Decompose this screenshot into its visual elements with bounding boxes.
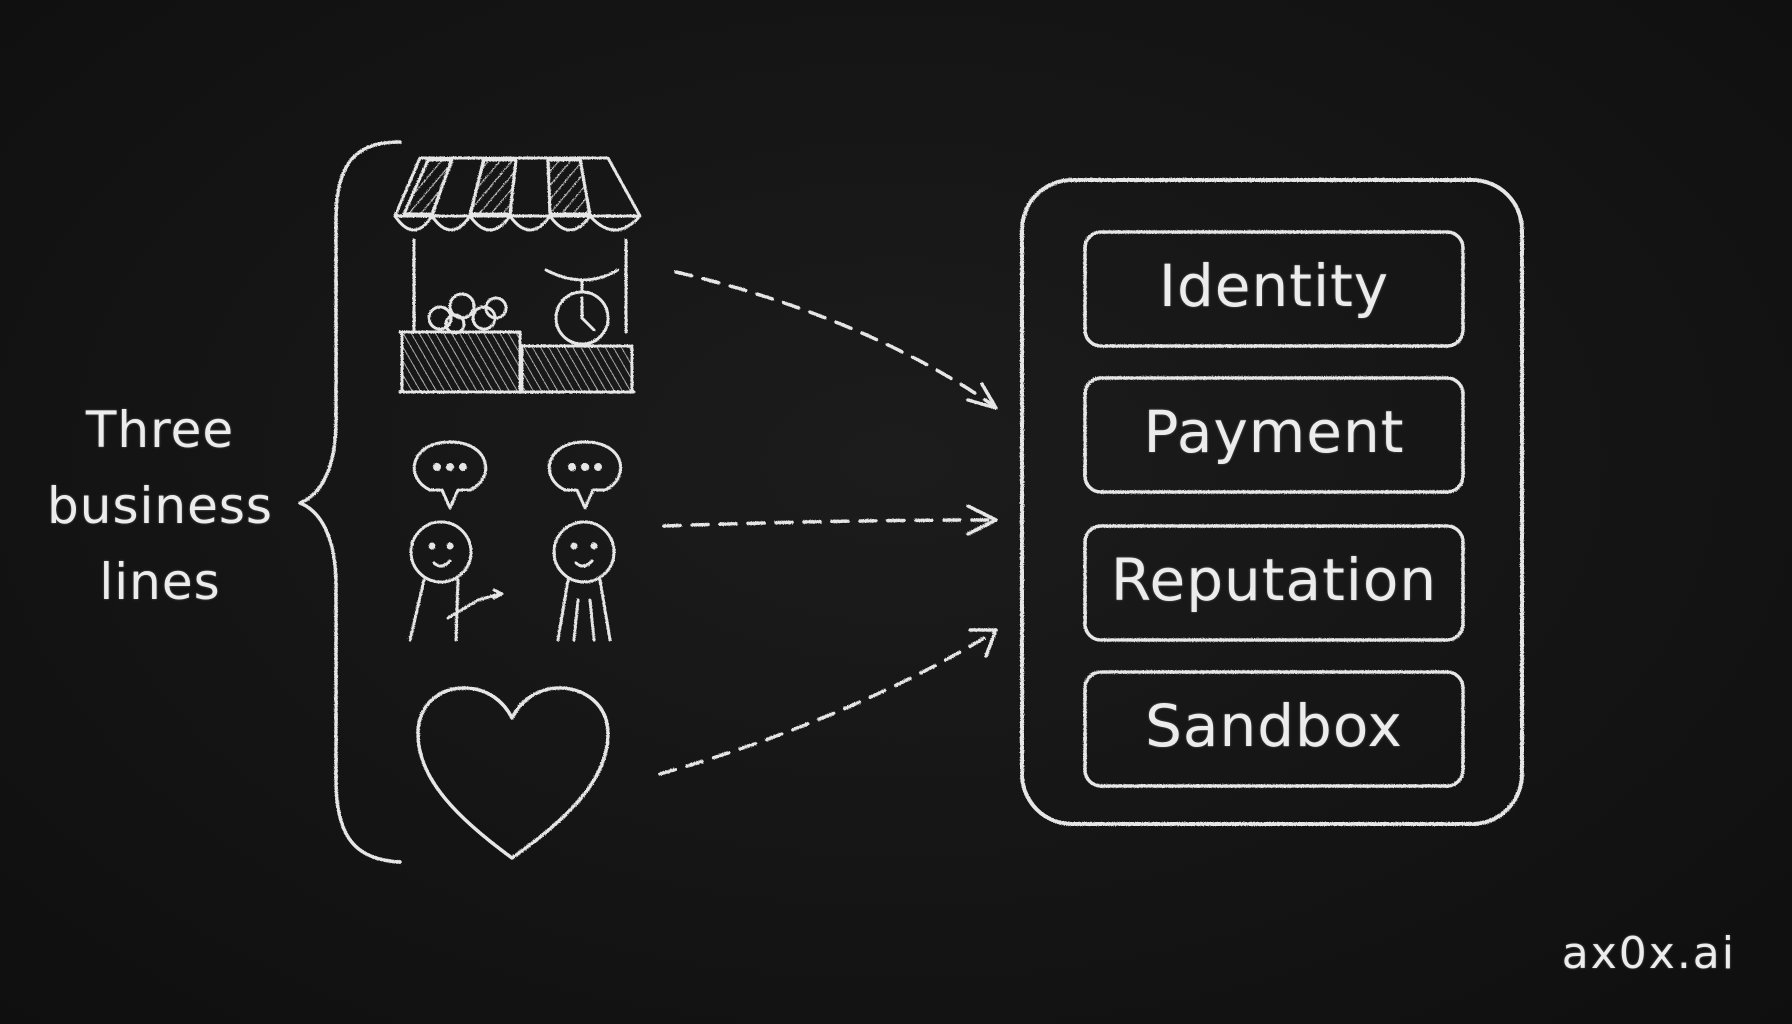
service-box-payment [1083,376,1465,494]
service-label-reputation: Reputation [1110,546,1438,614]
service-box-reputation [1083,524,1465,642]
service-label-sandbox: Sandbox [1145,692,1403,760]
service-box-identity [1083,230,1465,348]
service-label-identity: Identity [1158,252,1390,320]
platform-container [1020,178,1524,826]
heart-icon [416,686,610,860]
service-box-sandbox [1083,670,1465,788]
business-lines-label: Three business lines [40,392,280,620]
grouping-brace [298,140,402,864]
business-lines-label-line-2: business [47,477,273,535]
arrow-heart-to-platform [658,628,998,776]
service-label-payment: Payment [1143,398,1405,466]
brand-watermark: ax0x.ai [1561,928,1736,979]
business-lines-label-line-1: Three [85,401,235,459]
business-lines-label-line-3: lines [99,553,221,611]
arrow-people-to-platform [662,504,998,536]
arrow-stall-to-platform [674,270,998,410]
market-stall-icon [393,156,642,394]
people-chatting-icon [408,440,623,642]
